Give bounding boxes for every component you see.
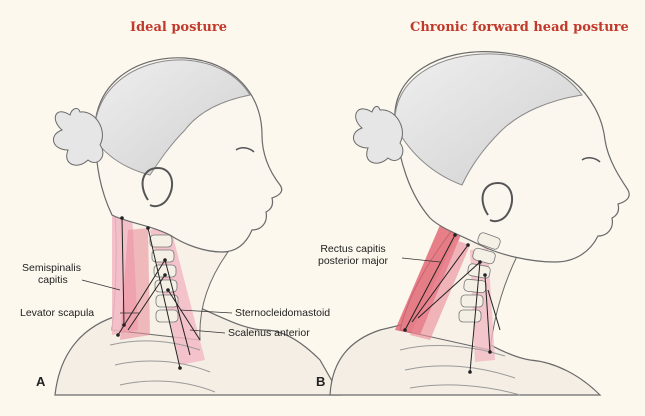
label-rectus-capitis: Rectus capitis posterior major: [318, 243, 388, 267]
label-rectus-line2: posterior major: [318, 255, 388, 267]
panel-b-figure: [330, 52, 629, 395]
label-sternocleidomastoid: Sternocleidomastoid: [235, 307, 330, 319]
panel-b-letter: B: [316, 374, 325, 389]
label-levator-scapula: Levator scapula: [20, 307, 94, 319]
label-semispinalis-line1: Semispinalis: [22, 262, 81, 274]
label-semispinalis: Semispinalis capitis: [22, 262, 81, 286]
label-rectus-line1: Rectus capitis: [318, 243, 388, 255]
panel-b-title: Chronic forward head posture: [410, 20, 629, 35]
label-scalenus-anterior: Scalenus anterior: [228, 327, 310, 339]
panel-a-title: Ideal posture: [130, 20, 227, 35]
panel-a-figure: [53, 58, 340, 395]
label-semispinalis-line2: capitis: [22, 274, 81, 286]
panel-a-letter: A: [36, 374, 45, 389]
